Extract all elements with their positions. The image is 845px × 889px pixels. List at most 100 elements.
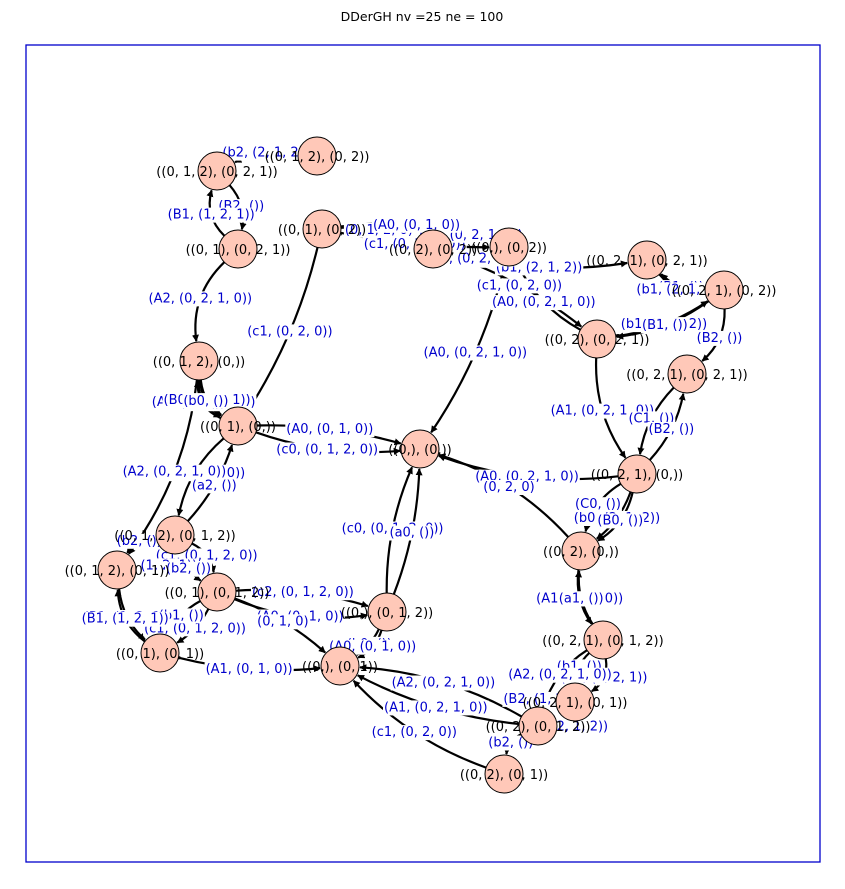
graph-node[interactable]: ((0, 1, 2), (0, 1, 2)) [114,515,236,555]
node-circle[interactable] [218,406,258,446]
edge-label: (c1, (0, 2, 0)) [475,278,563,294]
node-label: ((0, 1), (0, 1)) [116,647,204,662]
edge-label-background [165,561,213,577]
edge-label-background [372,217,462,233]
node-circle[interactable] [577,319,617,359]
node-circle[interactable] [197,572,237,612]
node-circle[interactable] [367,592,407,632]
node-circle[interactable] [302,209,342,249]
edge-label: (B1, (1, 2, 1)) [166,207,256,223]
graph-node[interactable]: ((0, 2), (0, 2)) [389,229,477,269]
edge-label: (B2, ()) [695,330,744,346]
graph-node[interactable]: ((0, 2), (0, 1, 2)) [486,706,591,746]
node-circle[interactable] [218,229,258,269]
node-circle[interactable] [617,454,657,494]
edge-label: (A2, (0, 2, 1, 0)) [121,464,228,480]
node-label: ((0, 2), (0, 1, 2)) [486,720,591,735]
node-circle[interactable] [400,429,440,469]
node-label: ((0, 1, 2), (0, 2, 1)) [156,165,277,180]
node-circle[interactable] [518,706,558,746]
node-circle[interactable] [179,341,219,381]
node-circle[interactable] [484,754,524,794]
node-circle[interactable] [704,270,744,310]
edge-label-background [246,324,334,340]
edge-label: (B1, ()) [641,318,689,334]
figure-title: DDerGH nv =25 ne = 100 [341,9,504,24]
edge-label-background [596,513,645,529]
node-circle[interactable] [489,227,529,267]
graph-node[interactable]: ((0, 2), (0,)) [543,531,619,571]
edge-label: (A2, (0, 2, 1, 0)) [507,667,613,683]
edge-label: (C0, ()) [574,497,622,513]
edge-label: (A0, (0, 2, 1, 0)) [422,345,529,361]
edge-label-background [80,611,170,627]
graph-node[interactable]: ((0, 1), (0,)) [200,406,276,446]
graph-node[interactable]: ((0, 2, 1), (0, 2, 1)) [586,240,708,280]
edge-label-text: (B2, ()) [697,331,743,346]
node-circle[interactable] [583,620,623,660]
node-circle[interactable] [155,515,195,555]
edge-label-text: (A1, (0, 2, 1, 0)) [384,700,488,715]
graph-node[interactable]: ((0, 2, 1), (0, 1, 2)) [542,620,664,660]
graph-node[interactable]: ((0, 1), (0, 2)) [278,209,366,249]
graph-node[interactable]: ((0, 2), (0, 1)) [460,754,548,794]
node-circle[interactable] [97,550,137,590]
graph-node[interactable]: ((0, 1, 2), (0, 1)) [65,550,170,590]
graph-node[interactable]: ((0,), (0, 1, 2)) [341,592,433,632]
nodes-layer: ((0, 1, 2), (0, 2))((0, 1, 2), (0, 2, 1)… [65,136,777,794]
edge-label-background [574,497,622,513]
graph-node[interactable]: ((0,), (0,)) [388,429,452,469]
edge-label-text: (A0, (0, 1, 0)) [286,422,373,437]
graph-node[interactable]: ((0, 2, 1), (0, 2, 1)) [626,354,748,394]
node-circle[interactable] [197,151,237,191]
edge-label-text: (a2, ()) [192,478,237,493]
node-circle[interactable] [413,229,453,269]
edge-label-background [204,662,294,678]
edge-label-text: (b1, (2, 1, 2)) [636,282,722,297]
edge-label-background [182,393,230,409]
graph-node[interactable]: ((0,), (0, 1)) [302,646,378,686]
edge-label-background [370,725,458,741]
graph-node[interactable]: ((0, 1), (0, 2, 1)) [186,229,291,269]
edge-label-background [641,318,689,334]
edge-label-text: (b2, ()) [488,736,533,751]
node-circle[interactable] [561,531,601,571]
node-circle[interactable] [297,136,337,176]
edge-label: (b0, ()) [182,393,230,409]
graph-node[interactable]: ((0, 2), (0, 2, 1)) [545,319,650,359]
edge-label: (b2, ()) [115,533,163,549]
edge-label-background [383,700,489,716]
graph-node[interactable]: ((0, 1), (0, 1, 2)) [165,572,270,612]
graph-node[interactable]: ((0, 1, 2), (0, 2)) [265,136,370,176]
edge-label-text: (A0, (0, 2, 1, 0)) [492,295,596,310]
node-circle[interactable] [667,354,707,394]
graph-node[interactable]: ((0, 1, 2), (0,)) [153,341,245,381]
edge-label-background [557,591,605,607]
graph-node[interactable]: ((0,), (0, 2)) [471,227,547,267]
node-circle[interactable] [140,633,180,673]
graph-node[interactable]: ((0, 2, 1), (0,)) [591,454,683,494]
node-label: ((0, 1, 2), (0,)) [153,355,245,370]
node-label: ((0, 2), (0, 2)) [389,243,477,258]
node-label: ((0, 1), (0, 2)) [278,223,366,238]
edge-label-background [251,585,355,601]
graph-node[interactable]: ((0, 2, 1), (0, 2)) [672,270,777,310]
node-circle[interactable] [627,240,667,280]
edge-label: (B2, ()) [647,422,696,437]
node-circle[interactable] [320,646,360,686]
node-label: ((0, 2), (0, 2, 1)) [545,333,650,348]
node-circle[interactable] [555,682,595,722]
graph-node[interactable]: ((0, 1), (0, 1)) [116,633,204,673]
node-label: ((0,), (0,)) [388,443,452,458]
graph-node[interactable]: ((0, 2, 1), (0, 1)) [523,682,628,722]
edge-label-text: (A1, (0, 1, 0)) [206,662,293,677]
edge-label-text: (A2, (0, 2, 1, 0)) [123,465,227,480]
edge-label-background [285,422,375,438]
edge-label-text: (A0, (0, 2, 1, 0)) [424,346,528,361]
edge-label-text: (B1, (1, 2, 1)) [82,612,169,627]
graph-node[interactable]: ((0, 1, 2), (0, 2, 1)) [156,151,278,191]
edge-label-text: (a1, ()) [559,591,604,606]
edge-label-background [190,478,238,494]
edge-label-text: (B1, ()) [642,318,688,333]
